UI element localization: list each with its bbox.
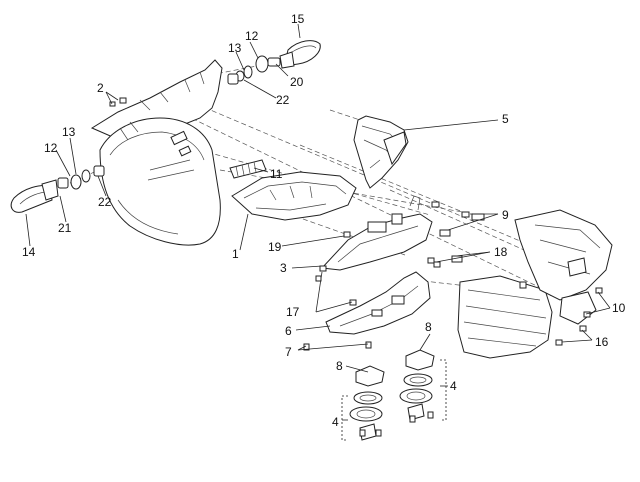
callout-19: 19 [268,240,282,254]
callout-8: 8 [336,359,343,373]
callout-11: 11 [270,167,283,181]
left-turn-signal-14 [10,165,105,213]
callout-21: 21 [58,221,72,235]
callout-10: 10 [612,301,626,315]
callout-7: 7 [285,345,292,359]
body-side-panel [457,209,613,359]
taillight-housing-5 [353,115,409,189]
callout-5: 5 [502,112,509,126]
callout-6: 6 [285,324,292,338]
callout-20: 20 [290,75,304,89]
callout-22: 22 [98,195,112,209]
plate-light-lower [349,365,385,441]
callout-12: 12 [245,29,259,43]
callout-14: 14 [22,245,36,259]
callout-22: 22 [276,93,290,107]
callout-13: 13 [62,125,76,139]
callout-2: 2 [97,81,104,95]
callout-18: 18 [494,245,508,259]
right-turn-signal-15 [227,40,321,85]
callout-9: 9 [502,208,509,222]
callout-4: 4 [332,415,339,429]
hardware-screws [109,97,603,437]
callout-12: 12 [44,141,58,155]
callout-1: 1 [232,247,239,261]
plate-light-upper [399,349,435,421]
callout-17: 17 [286,305,300,319]
taillight-lens-1 [231,171,357,221]
lower-support-6 [325,271,431,335]
callout-3: 3 [280,261,287,275]
callout-labels: 15 12 13 20 22 2 13 12 22 21 14 5 11 1 1… [22,12,626,429]
callout-15: 15 [291,12,305,26]
rear-mudguard-frame [90,59,223,246]
callout-8: 8 [425,320,432,334]
callout-13: 13 [228,41,242,55]
leader-lines [25,23,611,421]
callout-16: 16 [595,335,609,349]
group-4-brackets [341,359,447,441]
callout-4: 4 [450,379,457,393]
bracket-3 [320,195,433,271]
reflector-11 [229,159,267,179]
